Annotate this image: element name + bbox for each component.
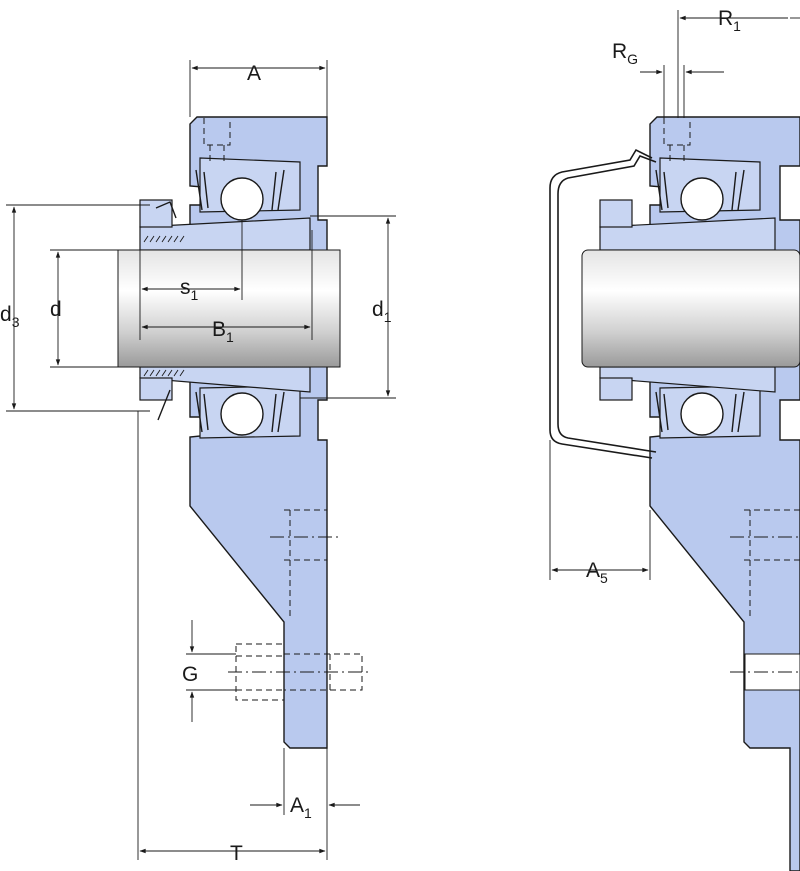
left-thread-top xyxy=(143,235,185,243)
label-A: A xyxy=(247,62,261,85)
left-seal-top xyxy=(195,169,285,211)
label-T: T xyxy=(230,842,243,865)
right-shaft xyxy=(581,249,800,368)
right-end-cover xyxy=(549,148,653,459)
right-section-view xyxy=(549,116,800,871)
left-section-view xyxy=(117,116,370,749)
left-collar-top xyxy=(139,199,173,228)
left-thread-bottom xyxy=(143,369,185,377)
left-nut xyxy=(235,643,285,701)
left-dimensions xyxy=(6,60,396,860)
right-ball-bottom xyxy=(680,392,724,436)
label-A5: A5 xyxy=(586,559,608,586)
label-d: d xyxy=(50,298,62,321)
right-grease-nipple xyxy=(663,118,691,165)
left-grease-nipple xyxy=(203,118,231,165)
left-ball-bottom xyxy=(220,392,264,436)
label-R1: R1 xyxy=(718,7,741,34)
label-B1: B1 xyxy=(212,318,234,345)
left-collar-bottom xyxy=(139,377,173,401)
left-flinger xyxy=(155,201,177,421)
left-bolt-hole xyxy=(284,509,327,620)
label-d3: d3 xyxy=(0,303,20,330)
right-collar-bottom xyxy=(599,377,633,401)
label-s1: s1 xyxy=(180,276,199,303)
left-shaft xyxy=(117,249,341,368)
right-collar-top xyxy=(599,199,633,228)
label-G: G xyxy=(182,663,198,686)
label-d1: d1 xyxy=(372,298,392,325)
right-dimensions xyxy=(549,10,800,580)
dimension-labels: A d3 d s1 B1 d1 G A1 T R1 RG A5 xyxy=(0,7,741,865)
label-RG: RG xyxy=(612,40,638,67)
left-ball-top xyxy=(220,177,264,221)
right-end-cover-inner xyxy=(557,155,657,453)
label-A1: A1 xyxy=(290,794,312,821)
right-seal-bottom xyxy=(655,391,745,433)
right-bolt-hole-top xyxy=(744,509,800,620)
left-seal-bottom xyxy=(195,391,285,433)
right-ball-top xyxy=(680,177,724,221)
right-seal-top xyxy=(655,169,745,211)
